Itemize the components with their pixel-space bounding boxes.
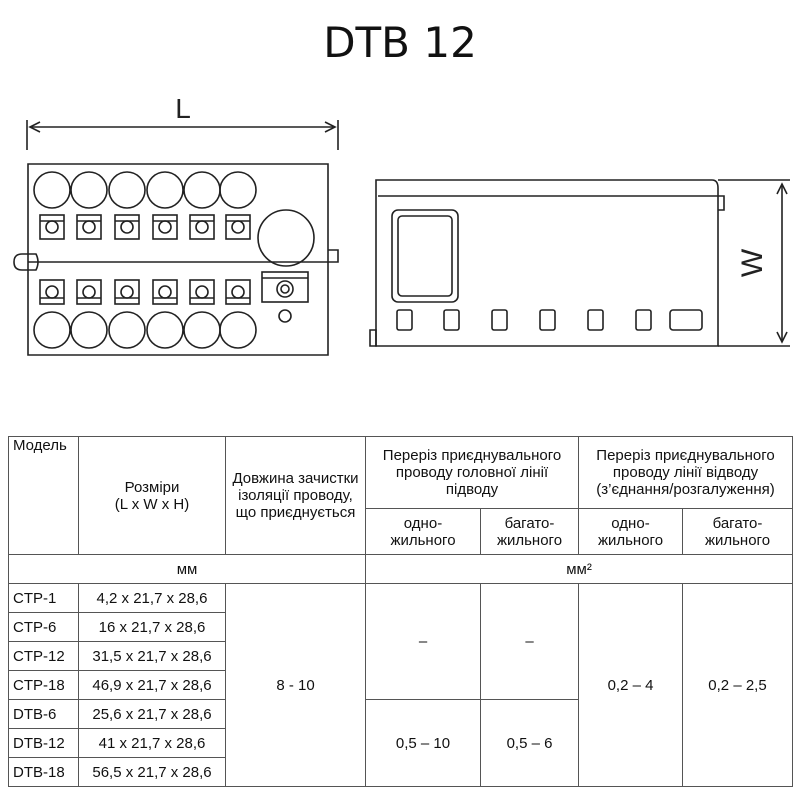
model-cell: CTP-12 [8,641,79,671]
header-main-stranded: багато- жильного [480,508,579,555]
product-drawing: L W [13,93,790,356]
header-branch-line: Переріз приєднувального проводу лінії ві… [578,436,793,509]
header-branch-solid: одно- жильного [578,508,683,555]
table-row: CTP-6 16 x 21,7 x 28,6 [8,612,793,642]
spec-table: Модель Розміри (L x W x H) Довжина зачис… [8,436,793,787]
table-row: CTP-1 4,2 x 21,7 x 28,6 8 - 10 – – 0,2 –… [8,583,793,787]
table-row: DTB-12 41 x 21,7 x 28,6 [8,728,793,758]
model-cell: CTP-18 [8,670,79,700]
width-label: W [736,248,769,277]
table-row: CTP-12 31,5 x 21,7 x 28,6 [8,641,793,671]
header-main-solid: одно- жильного [365,508,481,555]
header-strip-length: Довжина зачистки ізоляції проводу, що пр… [225,436,366,555]
dtb-main-stranded: 0,5 – 6 [480,699,579,787]
strip-value: 8 - 10 [225,583,366,787]
units-mm: мм [8,554,366,584]
model-cell: CTP-6 [8,612,79,642]
branch-solid: 0,2 – 4 [578,583,683,787]
page-title: DTB 12 [323,18,477,67]
header-branch-stranded: багато- жильного [682,508,793,555]
units-mm2: мм² [365,554,793,584]
header-main-line: Переріз приєднувального проводу головної… [365,436,579,509]
dims-cell: 56,5 x 21,7 x 28,6 [78,757,226,787]
header-model: Модель [8,436,79,555]
header-dimensions: Розміри (L x W x H) [78,436,226,555]
dims-cell: 25,6 x 21,7 x 28,6 [78,699,226,729]
model-cell: DTB-12 [8,728,79,758]
model-cell: DTB-18 [8,757,79,787]
table-row: DTB-18 56,5 x 21,7 x 28,6 [8,757,793,787]
dtb-main-solid: 0,5 – 10 [365,699,481,787]
ctp-main-stranded: – [480,583,579,700]
length-label: L [175,93,191,124]
dims-cell: 46,9 x 21,7 x 28,6 [78,670,226,700]
model-cell: CTP-1 [8,583,79,613]
table-row: DTB-6 25,6 x 21,7 x 28,6 0,5 – 10 0,5 – … [8,699,793,787]
dims-cell: 41 x 21,7 x 28,6 [78,728,226,758]
branch-stranded: 0,2 – 2,5 [682,583,793,787]
ctp-main-solid: – [365,583,481,700]
dims-cell: 16 x 21,7 x 28,6 [78,612,226,642]
dims-cell: 31,5 x 21,7 x 28,6 [78,641,226,671]
dims-cell: 4,2 x 21,7 x 28,6 [78,583,226,613]
model-cell: DTB-6 [8,699,79,729]
